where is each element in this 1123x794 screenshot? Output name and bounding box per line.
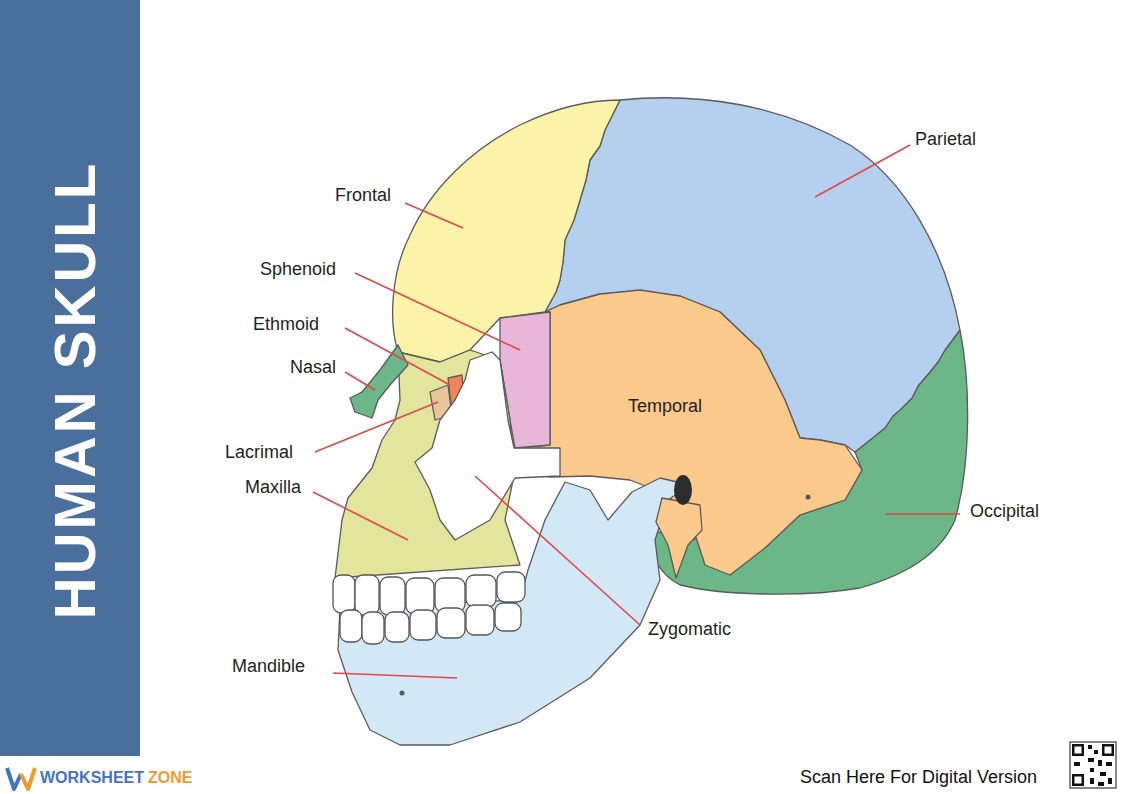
tooth bbox=[333, 575, 355, 613]
qr-module bbox=[1100, 772, 1106, 776]
mental-foramen bbox=[400, 691, 405, 696]
leader-line bbox=[315, 402, 438, 452]
leader-line bbox=[345, 328, 450, 385]
qr-finder-hole bbox=[1075, 747, 1082, 754]
leader-line bbox=[333, 673, 457, 678]
part-label: Temporal bbox=[628, 396, 702, 418]
scan-note: Scan Here For Digital Version bbox=[800, 767, 1037, 789]
qr-finder bbox=[1072, 774, 1084, 786]
logo-text: WORKSHEET bbox=[40, 768, 144, 787]
tooth bbox=[380, 577, 405, 615]
bone-foramen bbox=[806, 495, 811, 500]
ear-canal bbox=[674, 475, 692, 505]
part-label: Ethmoid bbox=[253, 314, 319, 336]
part-label: Zygomatic bbox=[648, 619, 731, 641]
tooth bbox=[437, 608, 465, 638]
mandible-bone bbox=[338, 478, 690, 745]
tooth bbox=[495, 603, 521, 631]
page-title: HUMAN SKULL bbox=[40, 120, 110, 660]
part-label: Frontal bbox=[335, 185, 391, 207]
qr-finder bbox=[1072, 744, 1084, 756]
qr-module bbox=[1088, 745, 1092, 749]
zygomatic-bone bbox=[415, 352, 560, 540]
part-label: Sphenoid bbox=[260, 259, 336, 281]
leader-line bbox=[313, 492, 408, 540]
leader-line bbox=[355, 273, 520, 350]
qr-module bbox=[1098, 782, 1104, 786]
tooth bbox=[410, 610, 436, 640]
tooth bbox=[466, 575, 496, 607]
tooth bbox=[497, 572, 525, 602]
qr-module bbox=[1074, 762, 1080, 766]
qr-code bbox=[1070, 742, 1116, 788]
tooth bbox=[355, 575, 379, 615]
logo-text: ZONE bbox=[148, 768, 192, 787]
qr-module bbox=[1090, 778, 1094, 784]
logo-mark bbox=[21, 768, 35, 789]
qr-module bbox=[1094, 750, 1098, 754]
qr-module bbox=[1106, 762, 1112, 766]
styloid-process bbox=[656, 498, 702, 578]
leader-line bbox=[885, 513, 960, 515]
tooth bbox=[466, 605, 494, 635]
qr-finder-hole bbox=[1075, 777, 1082, 784]
part-label: Lacrimal bbox=[225, 442, 293, 464]
part-label: Occipital bbox=[970, 501, 1039, 523]
tooth bbox=[406, 578, 434, 614]
side-band bbox=[0, 0, 140, 794]
tooth bbox=[340, 610, 362, 642]
leader-line bbox=[345, 372, 375, 390]
qr-module bbox=[1090, 768, 1094, 772]
tooth bbox=[385, 612, 409, 642]
tooth bbox=[435, 578, 465, 612]
leader-line bbox=[405, 203, 463, 228]
part-label: Nasal bbox=[290, 357, 336, 379]
part-label: Parietal bbox=[915, 129, 976, 151]
qr-finder bbox=[1102, 744, 1114, 756]
qr-module bbox=[1088, 758, 1094, 762]
part-label: Mandible bbox=[232, 656, 305, 678]
logo-mark bbox=[7, 768, 21, 789]
qr-module bbox=[1098, 760, 1102, 766]
nasal-bone bbox=[350, 345, 408, 418]
qr-module bbox=[1108, 778, 1112, 784]
leader-line bbox=[815, 145, 910, 197]
tooth bbox=[362, 612, 384, 644]
leader-line bbox=[475, 476, 640, 625]
part-label: Maxilla bbox=[245, 477, 301, 499]
qr-finder-hole bbox=[1105, 747, 1112, 754]
